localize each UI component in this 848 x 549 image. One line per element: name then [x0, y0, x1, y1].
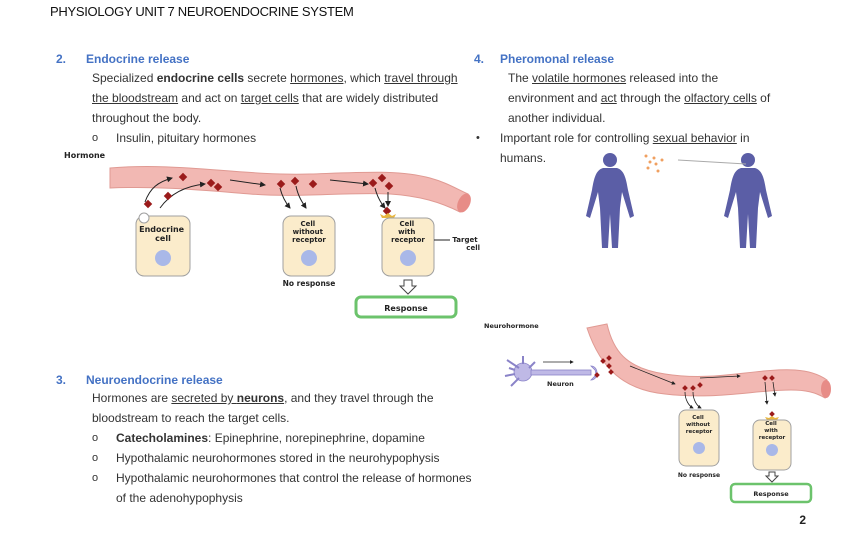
nucleus [155, 250, 171, 266]
nucleus [301, 250, 317, 266]
hormone [600, 358, 606, 364]
hormone [769, 375, 775, 381]
flow-arrow [699, 374, 741, 379]
diffusion-arrow [772, 381, 777, 397]
pheromone-illustration [586, 153, 772, 248]
diffusion-arrow [684, 391, 694, 409]
hormone [697, 382, 703, 388]
vessel-end [457, 193, 471, 213]
response-box [729, 482, 813, 504]
section-heading: Neuroendocrine release [86, 373, 223, 387]
hormone [163, 191, 173, 201]
secretion-arrow [144, 176, 173, 203]
neurohormone-molecules [594, 355, 775, 417]
response-label: Response [384, 304, 428, 313]
endocrine-release-diagram: Endocrine cell Cell without receptor Cel… [109, 166, 480, 319]
hormone [606, 355, 612, 361]
response-label: Response [753, 490, 789, 498]
response-arrow [398, 279, 418, 295]
diffusion-arrow [692, 391, 702, 409]
nucleus [693, 442, 705, 454]
response-arrow [764, 471, 780, 483]
section-3-paragraph: Hormones are secreted by neurons, and th… [92, 391, 434, 425]
hormone [382, 206, 392, 216]
human-figure-left [586, 153, 634, 248]
section-number: 4. [474, 52, 485, 66]
section-3-title: 3. Neuroendocrine release [56, 373, 223, 387]
pheromone-particles [644, 154, 664, 173]
neuron [504, 356, 598, 387]
diffusion-arrow [374, 187, 386, 209]
hormone [762, 375, 768, 381]
vessel-end [821, 380, 831, 398]
hormone [290, 176, 300, 186]
hormone [594, 372, 600, 378]
flow-arrow [629, 365, 676, 385]
receptor [765, 416, 779, 420]
diffusion-arrow [295, 185, 307, 209]
section-heading: Endocrine release [86, 52, 190, 66]
section-heading: Pheromonal release [500, 52, 615, 66]
list-item: •Important role for controlling sexual b… [476, 131, 750, 165]
cell-without-receptor-label: Cell without receptor [292, 220, 326, 244]
hormone [377, 173, 387, 183]
cell-with-receptor-label: Cell with receptor [391, 220, 425, 244]
neuroendocrine-release-diagram: Neuron Cell without receptor Cell with r… [504, 323, 831, 504]
flow-arrow [229, 179, 266, 188]
hormone [606, 363, 612, 369]
hormone [276, 179, 286, 189]
section-number: 2. [56, 52, 67, 66]
endocrine-cell-label: Endocrine cell [139, 225, 187, 243]
endocrine-cell [135, 215, 191, 277]
neurohormone-label: Neurohormone [484, 322, 539, 330]
cell-with-receptor-label: Cell with receptor [759, 421, 786, 441]
nucleus [400, 250, 416, 266]
hormone [682, 385, 688, 391]
hormone [368, 178, 378, 188]
hormone-label: Hormone [64, 151, 106, 160]
no-response-label: No response [283, 279, 336, 288]
target-cell-label: Target cell [452, 236, 480, 252]
hormone [384, 181, 394, 191]
hormone [608, 369, 614, 375]
nucleus [766, 444, 778, 456]
pointer-line [677, 159, 747, 165]
receptor [380, 213, 396, 218]
section-number: 3. [56, 373, 67, 387]
no-response-label: No response [678, 472, 720, 479]
cell-without-receptor-label: Cell without receptor [686, 415, 713, 435]
secretion-arrow [159, 181, 206, 209]
section-4-bullets: •Important role for controlling sexual b… [476, 128, 796, 168]
neuron-label: Neuron [547, 380, 574, 388]
hormone [308, 179, 318, 189]
page-header: PHYSIOLOGY UNIT 7 NEUROENDOCRINE SYSTEM [50, 4, 354, 19]
cell-without-receptor [282, 215, 336, 277]
cell-with-receptor [381, 217, 435, 277]
hormone [690, 385, 696, 391]
flow-arrow [329, 179, 369, 187]
human-figure-right [724, 153, 772, 248]
section-4-title: 4. Pheromonal release [474, 52, 614, 66]
blood-vessel [586, 323, 828, 399]
diffusion-arrow [764, 381, 769, 405]
blood-vessel [109, 166, 469, 213]
diffusion-arrow [279, 187, 291, 209]
hormone [769, 411, 775, 417]
response-box [354, 295, 458, 319]
section-2-paragraph: Specialized endocrine cells secrete horm… [92, 71, 458, 125]
page-number: 2 [799, 513, 806, 527]
cell-without-receptor [678, 409, 720, 467]
section-4-paragraph: The volatile hormones released into the … [508, 71, 771, 125]
section-2-title: 2. Endocrine release [56, 52, 189, 66]
